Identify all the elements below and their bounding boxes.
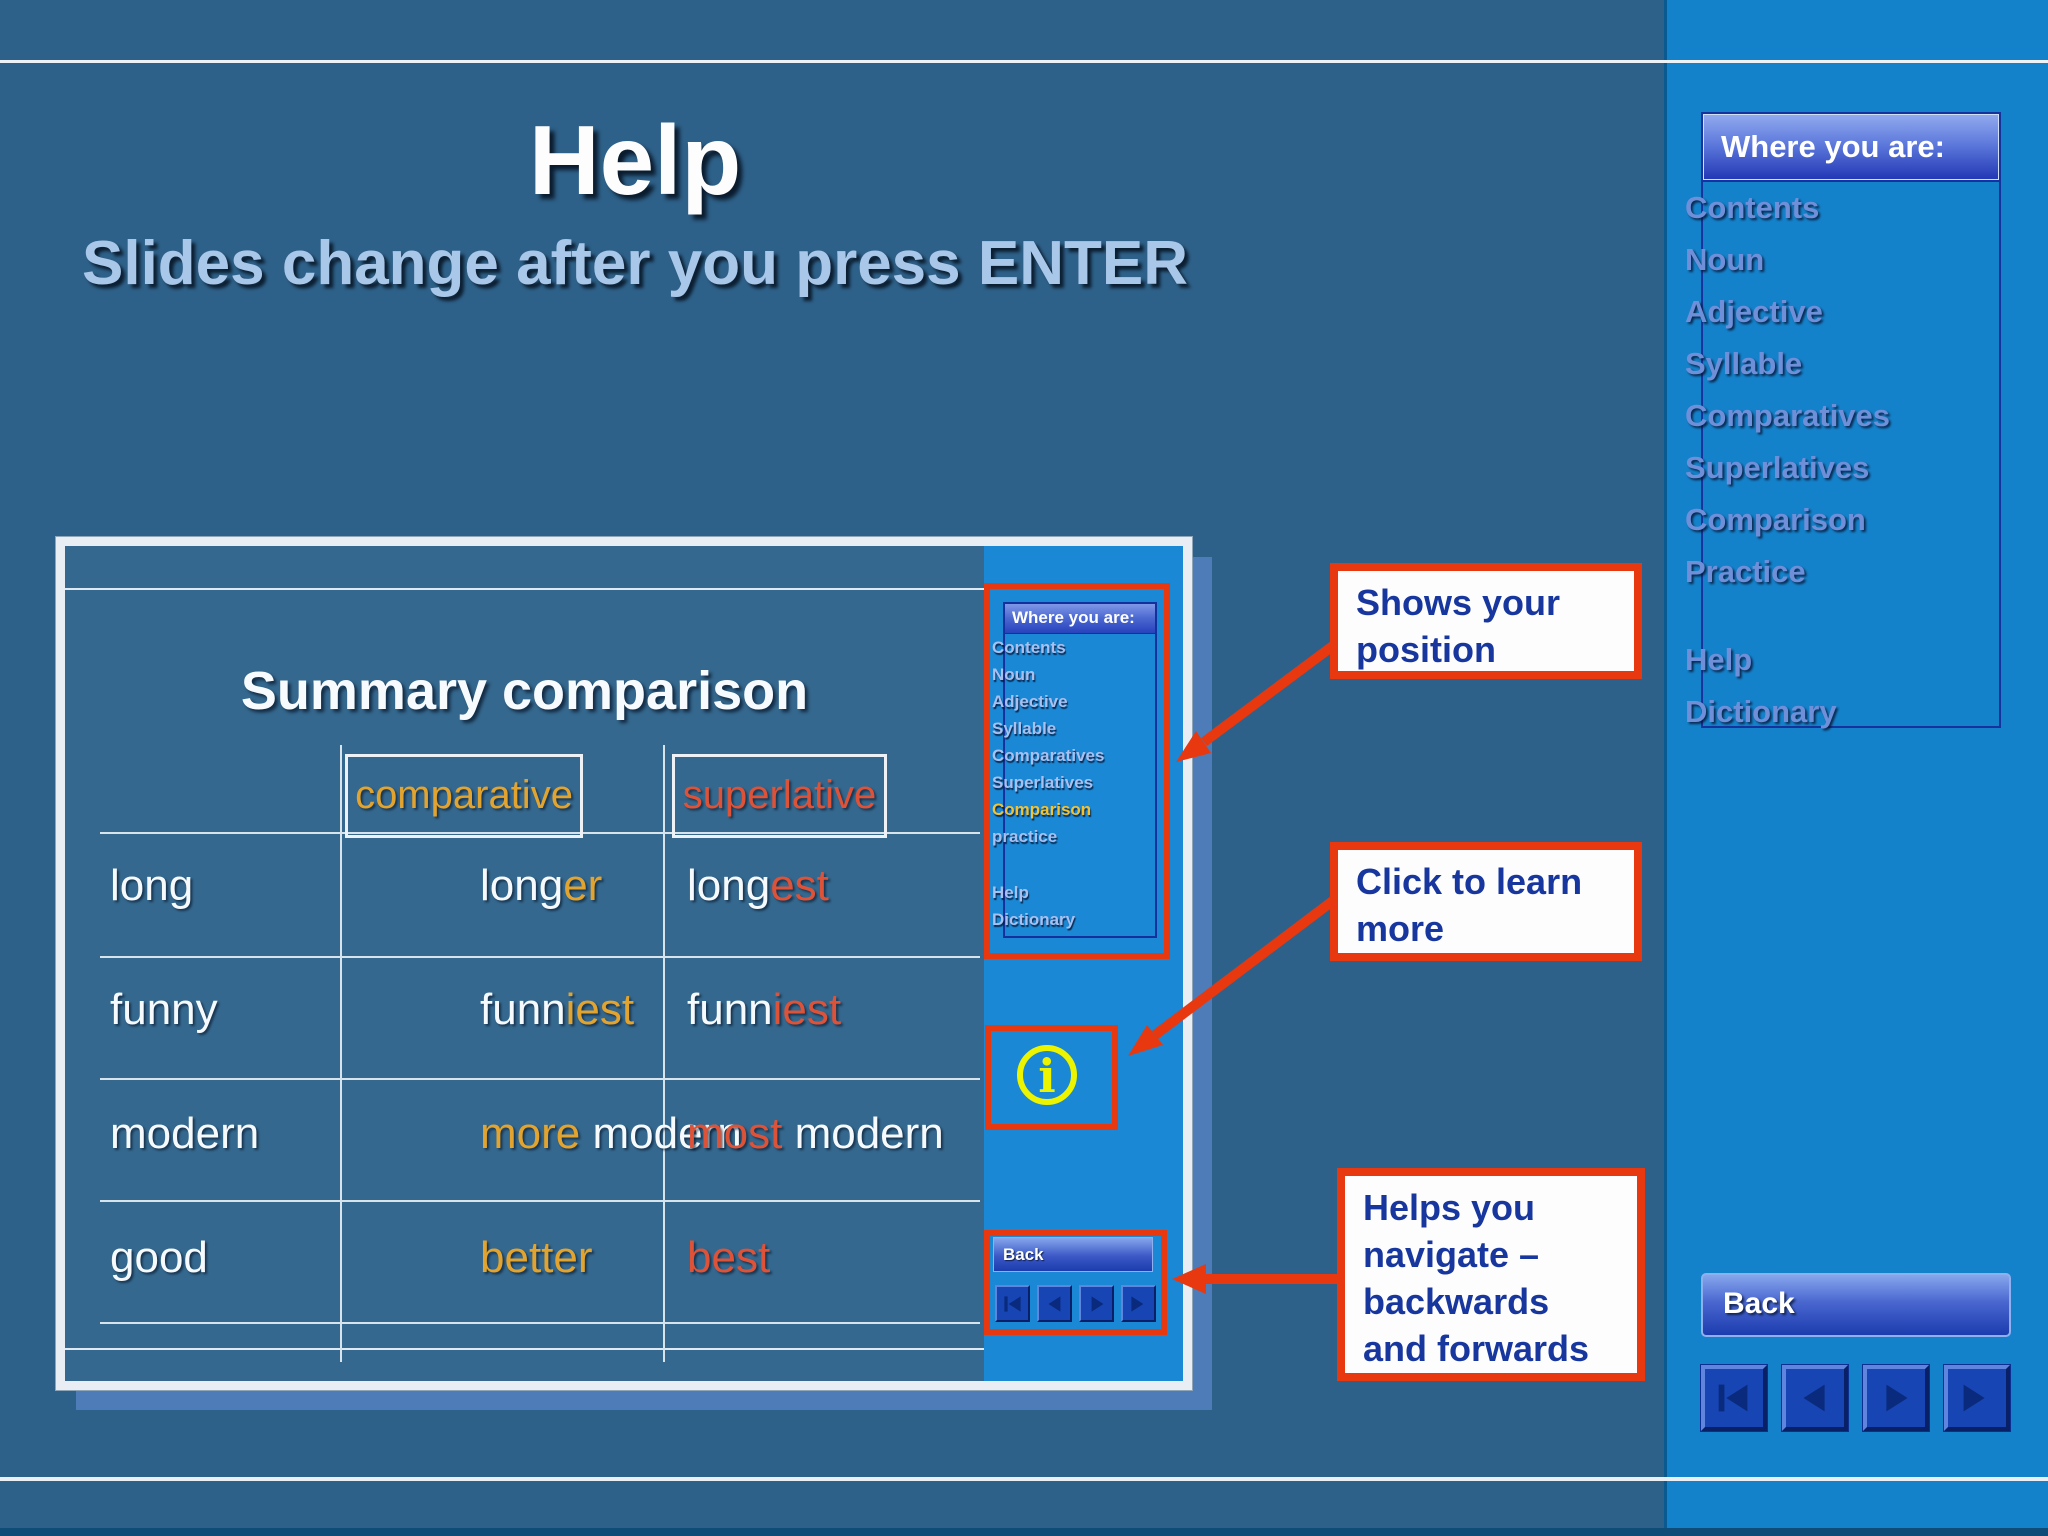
table-row-line bbox=[100, 1322, 980, 1324]
menu-item-contents[interactable]: Contents bbox=[992, 638, 1066, 657]
menu-item-adjective[interactable]: Adjective bbox=[1685, 294, 1823, 329]
preview-previous-slide-button[interactable] bbox=[1037, 1285, 1072, 1322]
next-slide-icon bbox=[1091, 1295, 1103, 1312]
preview-back-button[interactable]: Back bbox=[993, 1237, 1153, 1272]
menu-item-noun[interactable]: Noun bbox=[1685, 242, 1765, 277]
back-button[interactable]: Back bbox=[1701, 1273, 2011, 1337]
menu-item-adjective[interactable]: Adjective bbox=[992, 692, 1068, 711]
menu-item-dictionary[interactable]: Dictionary bbox=[1685, 694, 1837, 729]
menu-item-syllable[interactable]: Syllable bbox=[992, 719, 1057, 738]
table-row: good better best bbox=[65, 1233, 984, 1289]
where-you-are-header: Where you are: bbox=[1703, 114, 1999, 182]
previous-slide-icon bbox=[1048, 1295, 1060, 1312]
last-slide-icon bbox=[1963, 1384, 1985, 1412]
cell-superlative: funniest bbox=[687, 985, 842, 1034]
menu-item-comparison[interactable]: Comparison bbox=[992, 800, 1092, 819]
first-slide-icon bbox=[1003, 1295, 1021, 1312]
cell-comparative: funniest bbox=[480, 985, 635, 1034]
table-column-line bbox=[663, 745, 665, 1362]
cell-superlative: most modern bbox=[687, 1109, 944, 1158]
callout-navigate: Helps you navigate – backwards and forwa… bbox=[1337, 1168, 1645, 1381]
preview-bottom-divider bbox=[65, 1348, 1183, 1350]
menu-item-contents[interactable]: Contents bbox=[1685, 190, 1820, 225]
cell-base: long bbox=[110, 861, 194, 910]
menu-item-help[interactable]: Help bbox=[992, 883, 1029, 902]
preview-where-you-are-panel: Where you are: bbox=[1003, 602, 1157, 938]
first-slide-icon bbox=[1718, 1384, 1748, 1412]
page-title: Help bbox=[528, 105, 742, 215]
cell-base: funny bbox=[110, 985, 218, 1034]
cell-base: modern bbox=[110, 1109, 260, 1158]
annotation-highlight-info bbox=[985, 1025, 1118, 1130]
table-row-line bbox=[100, 956, 980, 958]
menu-item-help[interactable]: Help bbox=[1685, 642, 1753, 677]
table-row-line bbox=[100, 1078, 980, 1080]
preview-first-slide-button[interactable] bbox=[995, 1285, 1030, 1322]
menu-item-practice[interactable]: Practice bbox=[1685, 554, 1806, 589]
column-header-comparative: comparative bbox=[345, 754, 583, 838]
cell-superlative: longest bbox=[687, 861, 829, 910]
where-you-are-panel: Where you are: bbox=[1701, 112, 2001, 728]
page-subtitle: Slides change after you press ENTER bbox=[81, 229, 1188, 298]
menu-item-noun[interactable]: Noun bbox=[992, 665, 1036, 684]
table-row-line bbox=[100, 832, 980, 834]
cell-comparative: more modern bbox=[480, 1109, 742, 1158]
top-divider-line bbox=[0, 60, 2048, 63]
preview-top-divider bbox=[65, 588, 984, 590]
menu-item-superlatives[interactable]: Superlatives bbox=[1685, 450, 1870, 485]
cell-superlative: best bbox=[687, 1233, 771, 1282]
menu-item-comparatives[interactable]: Comparatives bbox=[1685, 398, 1891, 433]
column-header-superlative: superlative bbox=[672, 754, 887, 838]
menu-item-syllable[interactable]: Syllable bbox=[1685, 346, 1803, 381]
next-slide-icon bbox=[1886, 1384, 1908, 1412]
bottom-edge-strip bbox=[0, 1528, 2048, 1536]
table-row: funny funniest funniest bbox=[65, 985, 984, 1041]
preview-slide-nav-buttons bbox=[995, 1285, 1156, 1322]
menu-item-comparison[interactable]: Comparison bbox=[1685, 502, 1866, 537]
preview-title: Summary comparison bbox=[240, 661, 809, 721]
menu-item-dictionary[interactable]: Dictionary bbox=[992, 910, 1076, 929]
svg-text:i: i bbox=[1038, 1049, 1055, 1103]
previous-slide-icon bbox=[1803, 1384, 1825, 1412]
next-slide-button[interactable] bbox=[1862, 1364, 1930, 1432]
table-row: long longer longest bbox=[65, 861, 984, 917]
table-row-line bbox=[100, 1200, 980, 1202]
callout-click-learn-more: Click to learn more bbox=[1330, 842, 1642, 961]
preview-next-slide-button[interactable] bbox=[1079, 1285, 1114, 1322]
preview-last-slide-button[interactable] bbox=[1121, 1285, 1156, 1322]
menu-item-practice[interactable]: practice bbox=[992, 827, 1058, 846]
info-icon[interactable]: i bbox=[1014, 1042, 1080, 1108]
last-slide-button[interactable] bbox=[1943, 1364, 2011, 1432]
cell-base: good bbox=[110, 1233, 208, 1282]
callout-shows-position: Shows your position bbox=[1330, 563, 1642, 679]
slide-nav-buttons bbox=[1700, 1364, 2011, 1432]
last-slide-icon bbox=[1130, 1295, 1143, 1312]
annotation-highlight-position bbox=[984, 583, 1170, 959]
table-column-line bbox=[340, 745, 342, 1362]
slide-preview: Summary comparison comparative superlati… bbox=[55, 536, 1193, 1391]
menu-item-comparatives[interactable]: Comparatives bbox=[992, 746, 1105, 765]
previous-slide-button[interactable] bbox=[1781, 1364, 1849, 1432]
menu-item-superlatives[interactable]: Superlatives bbox=[992, 773, 1094, 792]
annotation-highlight-navigation bbox=[984, 1230, 1167, 1335]
arrow-to-position-panel bbox=[1201, 640, 1337, 747]
cell-comparative: better bbox=[480, 1233, 593, 1282]
preview-where-you-are-header: Where you are: bbox=[1005, 604, 1155, 634]
cell-comparative: longer bbox=[480, 861, 603, 910]
first-slide-button[interactable] bbox=[1700, 1364, 1768, 1432]
bottom-divider-line bbox=[0, 1477, 2048, 1481]
